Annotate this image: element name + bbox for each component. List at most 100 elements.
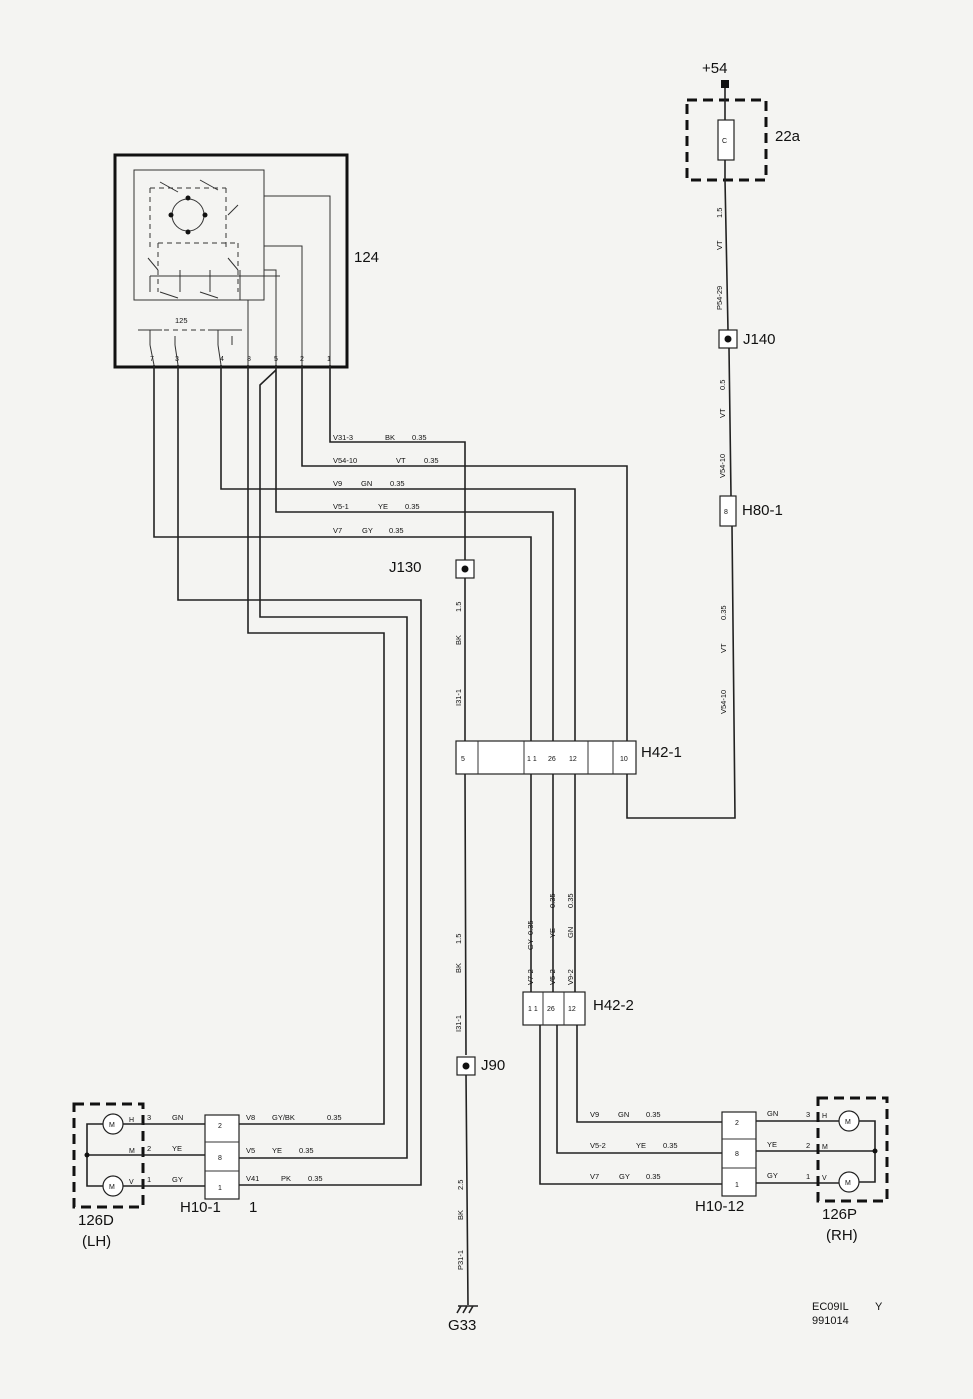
lh-terminal-h: H: [129, 1117, 134, 1124]
fuse-wire-code: P54-29: [715, 286, 724, 310]
h80-wire-color: VT: [719, 643, 728, 653]
h10-12-pin-1: 1: [735, 1182, 739, 1189]
lh-mirror-pin-1: 1: [147, 1175, 151, 1184]
switch-unit-label: 124: [354, 249, 379, 266]
rh-mirror-pin-3: 3: [806, 1110, 810, 1119]
switch-inner-id: 125: [175, 316, 188, 325]
h42-1-pin-10: 10: [620, 756, 628, 763]
h42-1-pin-11: 1 1: [527, 756, 537, 763]
lh-mirror-color-ye: YE: [172, 1144, 182, 1153]
rh-v9-size: 0.35: [646, 1110, 661, 1119]
rh-mirror-color-gy: GY: [767, 1171, 778, 1180]
connector-h80-1-label: H80-1: [742, 502, 783, 519]
rh-terminal-h: H: [822, 1113, 827, 1120]
mirror-rh-id: 126P: [822, 1206, 857, 1223]
j140-wire-color: VT: [718, 408, 727, 418]
rh-v5-code: V5-2: [590, 1141, 606, 1150]
gy-wire-size: 0.35: [526, 920, 535, 935]
h10-1-pin-2: 2: [218, 1123, 222, 1130]
ground-symbol: [456, 1305, 478, 1314]
j130-wire-code: I31-1: [454, 689, 463, 706]
j140-wire-size: 0.5: [718, 380, 727, 390]
h10-1-pin-1: 1: [218, 1185, 222, 1192]
footer-mark: Y: [875, 1301, 883, 1313]
lh-v41-size: 0.35: [308, 1174, 323, 1183]
connector-h80-1-pin: 8: [724, 509, 728, 516]
connector-h42-2: [522, 991, 586, 1026]
rh-terminal-m: M: [822, 1144, 828, 1151]
ye-wire-color: YE: [548, 928, 557, 938]
fuse-label: 22a: [775, 128, 801, 145]
gn-wire-code: V9-2: [566, 969, 575, 985]
h10-12-pin-2: 2: [735, 1120, 739, 1127]
switch-pin-1: 1: [327, 356, 331, 363]
supply-terminal: [721, 80, 729, 88]
harness-v31-code: V31-3: [333, 433, 353, 442]
harness-wires: [153, 365, 628, 1186]
mirror-rh-side: (RH): [826, 1227, 858, 1244]
lh-v8-size: 0.35: [327, 1113, 342, 1122]
rh-motor-bottom: M: [845, 1180, 851, 1187]
fuse-22a: [685, 88, 768, 182]
j130-wire-size: 1.5: [454, 602, 463, 612]
switch-pin-4: 4: [220, 356, 224, 363]
h42-1-pin-5: 5: [461, 756, 465, 763]
lh-v41-code: V41: [246, 1174, 259, 1183]
connector-h42-1: [455, 740, 637, 775]
harness-v31-color: BK: [385, 433, 395, 442]
h42-left-wire-size: 1.5: [454, 934, 463, 944]
rh-motor-top: M: [845, 1119, 851, 1126]
fuse-wire-color: VT: [715, 240, 724, 250]
rh-mirror-color-gn: GN: [767, 1109, 778, 1118]
footer-date: 991014: [812, 1315, 849, 1327]
gn-wire-size: 0.35: [566, 893, 575, 908]
lh-v41-color: PK: [281, 1174, 291, 1183]
ye-wire-size: 0.35: [548, 893, 557, 908]
mirror-lh-126d: [72, 1102, 145, 1209]
mirror-lh-id: 126D: [78, 1212, 114, 1229]
rh-v5-color: YE: [636, 1141, 646, 1150]
h10-1-pin-8: 8: [218, 1155, 222, 1162]
harness-v5-code: V5-1: [333, 502, 349, 511]
lh-motor-bottom: M: [109, 1184, 115, 1191]
lh-v5-code: V5: [246, 1146, 255, 1155]
rh-mirror-pin-1: 1: [806, 1172, 810, 1181]
switch-pin-7: 7: [150, 356, 154, 363]
lh-mirror-pin-2: 2: [147, 1144, 151, 1153]
harness-v7-color: GY: [362, 526, 373, 535]
lh-v8-code: V8: [246, 1113, 255, 1122]
lh-mirror-color-gy: GY: [172, 1175, 183, 1184]
h42-left-wire-color: BK: [454, 963, 463, 973]
switch-unit-124: 125 7 3 4 8 5 2 1: [113, 153, 349, 369]
lh-motor-top: M: [109, 1122, 115, 1129]
j130-wire-color: BK: [454, 635, 463, 645]
harness-v54-size: 0.35: [424, 456, 439, 465]
fuse-wire-size: 1.5: [715, 208, 724, 218]
gy-wire-code: V7-2: [526, 969, 535, 985]
lh-terminal-m: M: [129, 1148, 135, 1155]
h42-1-pin-26: 26: [548, 756, 556, 763]
rh-v7-size: 0.35: [646, 1172, 661, 1181]
footer-code: EC09IL: [812, 1301, 849, 1313]
harness-v5-color: YE: [378, 502, 388, 511]
lh-mirror-pin-3: 3: [147, 1113, 151, 1122]
connector-h10-12: [721, 1111, 757, 1197]
fuse-letter: C: [722, 138, 727, 145]
ground-wire-code: P31-1: [456, 1250, 465, 1270]
connector-h10-1-label: H10-1: [180, 1199, 221, 1216]
connector-h42-1-label: H42-1: [641, 744, 682, 761]
mirror-rh-126p: [816, 1096, 889, 1203]
ye-wire-code: V5-2: [548, 969, 557, 985]
switch-pin-8: 8: [247, 356, 251, 363]
lh-v5-size: 0.35: [299, 1146, 314, 1155]
connector-h10-1-suffix: 1: [249, 1199, 257, 1216]
connector-h10-1: [204, 1114, 240, 1200]
lh-mirror-color-gn: GN: [172, 1113, 183, 1122]
h42-1-pin-12: 12: [569, 756, 577, 763]
harness-v9-code: V9: [333, 479, 342, 488]
rh-v9-color: GN: [618, 1110, 629, 1119]
h42-2-pin-26: 26: [547, 1006, 555, 1013]
lh-v5-color: YE: [272, 1146, 282, 1155]
rh-terminal-v: V: [822, 1175, 827, 1182]
